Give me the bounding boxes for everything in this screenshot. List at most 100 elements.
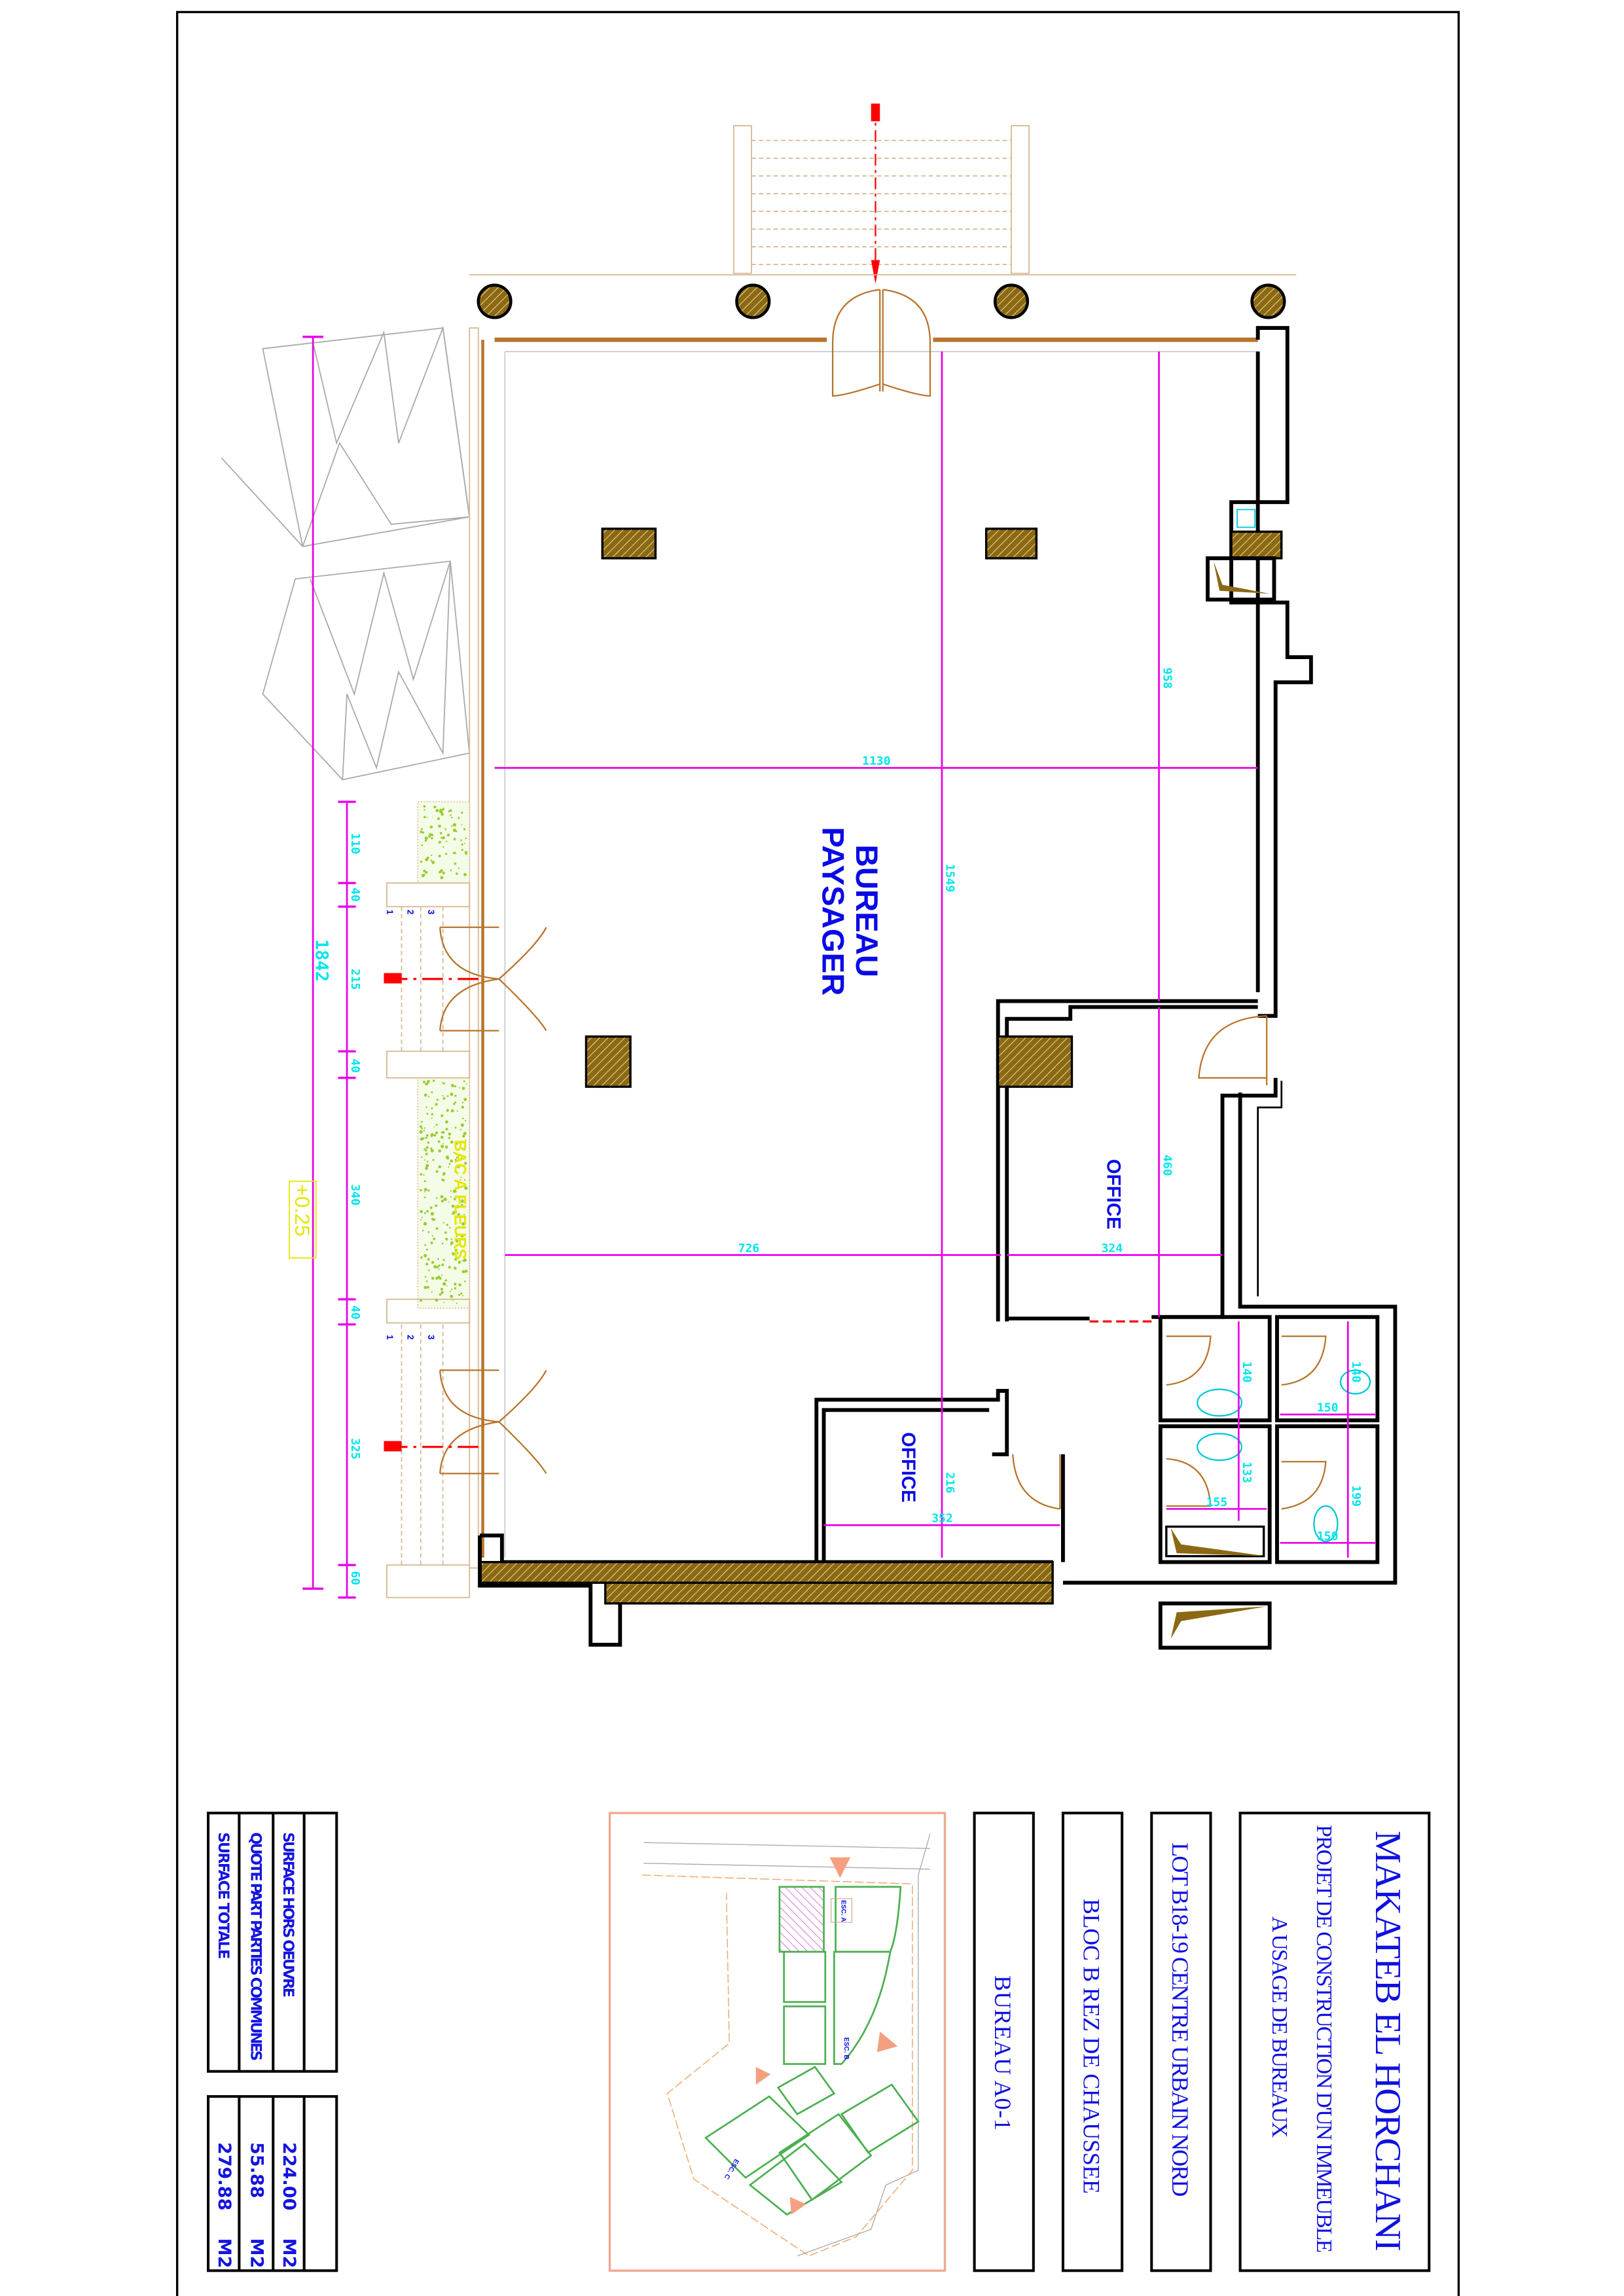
planter-speckle [444, 827, 446, 829]
planter-speckle [458, 1283, 461, 1287]
planter-speckle [425, 1263, 429, 1266]
planter-speckle [441, 1242, 444, 1245]
planter-speckle [424, 1211, 426, 1214]
planter-speckle [450, 1244, 452, 1246]
sink-icon [1197, 1388, 1242, 1417]
planter-speckle [435, 1276, 439, 1280]
title-block: MAKATEB EL HORCHANI PROJET DE CONSTRUCTI… [973, 1812, 1431, 2272]
planter-speckle [433, 1134, 437, 1137]
planter-speckle [425, 870, 428, 874]
dim-199: 199 [1349, 1485, 1363, 1507]
planter-speckle [423, 1222, 427, 1226]
planter-speckle [428, 1269, 430, 1272]
planter-speckle [461, 1259, 463, 1261]
planter-speckle [437, 817, 441, 820]
planter-speckle [464, 1280, 466, 1282]
planter-speckle [450, 1084, 454, 1088]
planter-speckle [450, 1241, 454, 1245]
planter-speckle [452, 1300, 454, 1301]
planter-speckle [465, 837, 467, 840]
svg-text:3: 3 [426, 1335, 436, 1340]
entrance-door[interactable] [831, 289, 931, 397]
planter-speckle [442, 871, 445, 874]
dim-150-b: 150 [1317, 1530, 1339, 1543]
side-doors[interactable] [439, 926, 547, 1475]
planter-speckle [450, 1140, 454, 1144]
planter-speckle [458, 817, 460, 819]
planter-speckle [465, 1269, 468, 1273]
lot-title: LOT B18-19 CENTRE URBAIN NORD [1167, 1842, 1193, 2197]
planter-speckle [424, 1188, 427, 1192]
planter-speckle [463, 1179, 466, 1181]
column [993, 283, 1030, 319]
planter-speckle [441, 1199, 444, 1203]
planter-speckle [435, 1196, 438, 1199]
planter-speckle [420, 1173, 423, 1176]
planter-speckle [441, 1274, 443, 1276]
planter-speckle [465, 853, 467, 855]
planter-speckle [438, 1268, 440, 1270]
planter-speckle [460, 1123, 464, 1127]
planter-speckle [452, 852, 455, 854]
planter-speckle [420, 1299, 423, 1302]
planter-speckle [460, 1292, 463, 1295]
planter-speckle [425, 1136, 427, 1139]
planter-speckle [450, 869, 452, 871]
project-line-1: PROJET DE CONSTRUCTION D'UN IMMEUBLE [1312, 1825, 1336, 2253]
planter-speckle [444, 1231, 447, 1234]
planter-speckle [455, 1254, 458, 1257]
planter-speckle [455, 1239, 459, 1243]
planter-speckle [461, 843, 463, 846]
planter-speckle [442, 1082, 444, 1084]
planter-speckle [464, 1186, 468, 1190]
planter-speckle [456, 1302, 458, 1304]
planter-speckle [433, 1238, 436, 1240]
planter-speckle [420, 1256, 423, 1259]
planter-speckle [432, 1079, 435, 1083]
dim-216: 216 [943, 1472, 957, 1494]
planter-speckle [461, 1117, 464, 1120]
planter-speckle [442, 1259, 445, 1261]
planter-speckle [433, 1218, 435, 1221]
surface-label: QUOTE PART PARTIES COMMUNES [247, 1832, 264, 2061]
planter-speckle [431, 1291, 433, 1293]
office-door[interactable] [1198, 1015, 1268, 1086]
planter-speckle [450, 1238, 452, 1240]
level-mark-box [289, 1180, 317, 1259]
room-label-office: OFFICE [1103, 1159, 1125, 1229]
planter-speckle [430, 1147, 433, 1150]
svg-text:40: 40 [348, 888, 362, 902]
planter-speckle [431, 1235, 433, 1237]
ducts [1206, 509, 1276, 602]
planter-speckle [465, 1083, 467, 1085]
planter-speckle [450, 1092, 454, 1096]
planter-speckle [450, 825, 452, 827]
planter-speckle [457, 1165, 460, 1168]
planter-speckle [419, 1125, 423, 1128]
office2-door[interactable] [1012, 1454, 1061, 1510]
surface-unit: M2 [279, 2238, 299, 2269]
pillars [585, 528, 1283, 1088]
planter-speckle [456, 1204, 460, 1209]
planter-speckle [458, 1293, 461, 1297]
dim-140-a: 140 [1240, 1361, 1254, 1383]
planter-speckle [431, 1107, 433, 1109]
planter-speckle [463, 1098, 467, 1102]
svg-text:1: 1 [385, 1335, 395, 1340]
entry-steps [401, 906, 444, 1566]
planter-speckle [454, 1126, 457, 1129]
planter-speckle [454, 852, 456, 855]
planter-speckle [431, 836, 433, 840]
planter-speckle [435, 1204, 438, 1208]
planter-speckle [461, 848, 463, 852]
planter-speckle [439, 808, 443, 812]
dim-958: 958 [1160, 668, 1174, 689]
planter-speckle [422, 831, 425, 834]
main-stair [733, 103, 1030, 284]
planter-speckle [424, 1148, 426, 1151]
planter-speckle [431, 1276, 435, 1280]
planter-speckle [446, 1145, 448, 1147]
dim-1130: 1130 [862, 755, 890, 768]
planter-speckle [450, 1196, 452, 1198]
planter-speckle [424, 1191, 426, 1193]
